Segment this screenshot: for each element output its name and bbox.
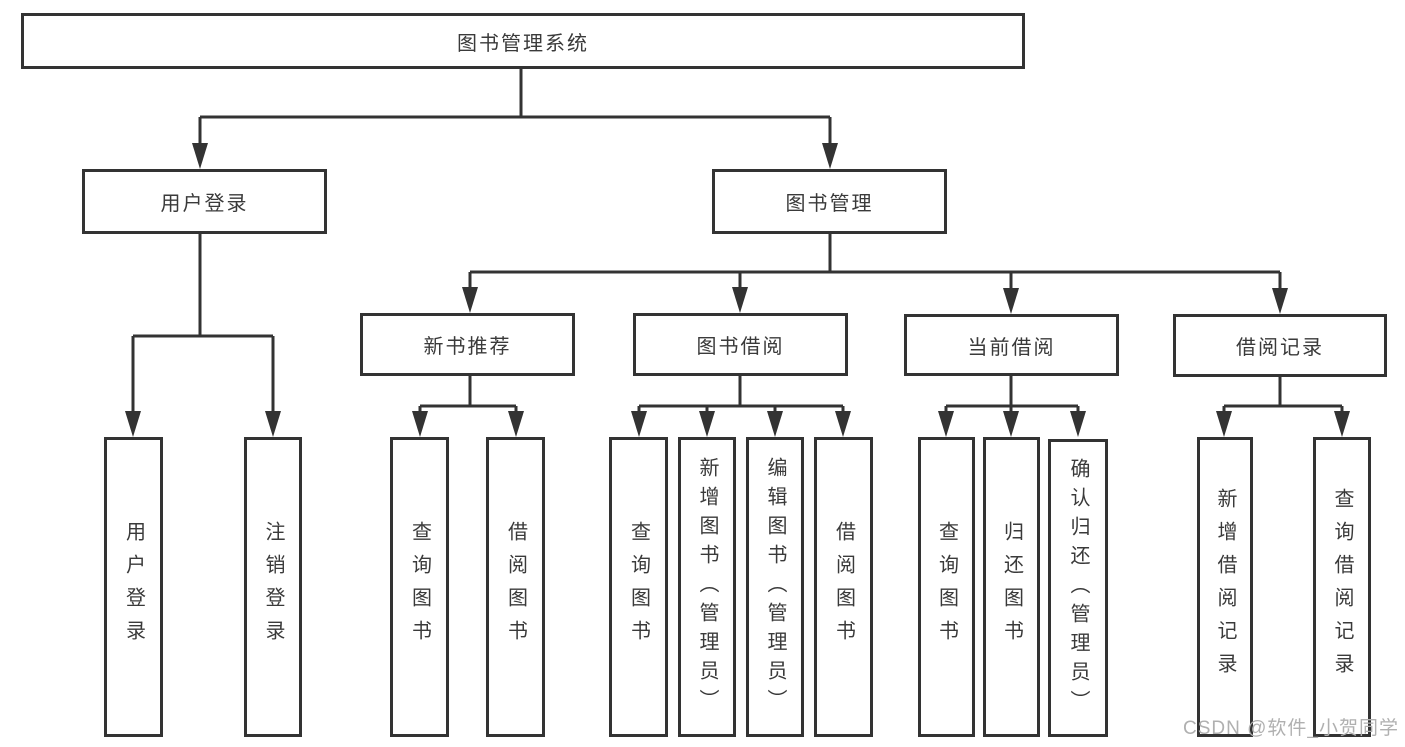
connector-book-mgmt-branch xyxy=(462,234,1288,314)
node-current-borrow-label: 当前借阅 xyxy=(967,336,1056,359)
node-nb-borrow-book-label: 借阅图书 xyxy=(504,521,527,653)
node-user-login-label: 用户登录 xyxy=(160,193,249,215)
node-bb-add-book: 新增图书（管理员） xyxy=(678,437,736,737)
node-cb-query-book: 查询图书 xyxy=(918,437,975,737)
node-bb-borrow-book-label: 借阅图书 xyxy=(832,521,855,653)
connector-borrow-record-branch xyxy=(1216,377,1350,437)
node-bb-query-book: 查询图书 xyxy=(609,437,668,737)
node-bb-edit-book: 编辑图书（管理员） xyxy=(746,437,804,737)
node-new-book-rec-label: 新书推荐 xyxy=(423,336,512,358)
node-cb-return-book: 归还图书 xyxy=(983,437,1040,737)
node-br-add-record: 新增借阅记录 xyxy=(1197,437,1253,737)
node-user-login: 用户登录 xyxy=(82,169,327,234)
node-bb-query-book-label: 查询图书 xyxy=(627,521,650,653)
node-nb-query-book-label: 查询图书 xyxy=(408,521,431,653)
connector-new-book-branch xyxy=(412,376,524,437)
node-book-mgmt: 图书管理 xyxy=(712,169,947,234)
node-bb-edit-book-label: 编辑图书（管理员） xyxy=(764,456,786,718)
connector-current-borrow-branch xyxy=(938,376,1086,437)
node-br-add-record-label: 新增借阅记录 xyxy=(1214,488,1236,686)
node-cb-query-book-label: 查询图书 xyxy=(935,521,958,653)
node-nb-query-book: 查询图书 xyxy=(390,437,449,737)
node-cb-return-book-label: 归还图书 xyxy=(1000,521,1023,653)
connector-book-borrow-branch xyxy=(631,376,851,437)
node-nb-borrow-book: 借阅图书 xyxy=(486,437,545,737)
node-leaf-logout: 注销登录 xyxy=(244,437,302,737)
node-book-mgmt-label: 图书管理 xyxy=(785,193,874,215)
connector-root-branch xyxy=(192,68,838,169)
node-br-query-record: 查询借阅记录 xyxy=(1313,437,1371,737)
node-borrow-record-label: 借阅记录 xyxy=(1236,337,1324,359)
node-bb-borrow-book: 借阅图书 xyxy=(814,437,873,737)
node-book-borrow-label: 图书借阅 xyxy=(696,336,785,358)
node-root-label: 图书管理系统 xyxy=(457,32,589,55)
node-cb-confirm-return-label: 确认归还（管理员） xyxy=(1067,457,1089,719)
connector-user-login-branch xyxy=(125,234,281,437)
node-leaf-logout-label: 注销登录 xyxy=(262,521,284,653)
node-br-query-record-label: 查询借阅记录 xyxy=(1331,488,1353,686)
node-cb-confirm-return: 确认归还（管理员） xyxy=(1048,439,1108,737)
node-book-borrow: 图书借阅 xyxy=(633,313,848,376)
node-leaf-user-login-label: 用户登录 xyxy=(122,521,145,653)
node-root: 图书管理系统 xyxy=(21,13,1025,69)
node-current-borrow: 当前借阅 xyxy=(904,314,1119,376)
node-borrow-record: 借阅记录 xyxy=(1173,314,1387,377)
node-leaf-user-login: 用户登录 xyxy=(104,437,163,737)
watermark: CSDN @软件_小贺同学 xyxy=(1183,718,1399,739)
node-bb-add-book-label: 新增图书（管理员） xyxy=(696,456,718,718)
node-new-book-rec: 新书推荐 xyxy=(360,313,575,376)
